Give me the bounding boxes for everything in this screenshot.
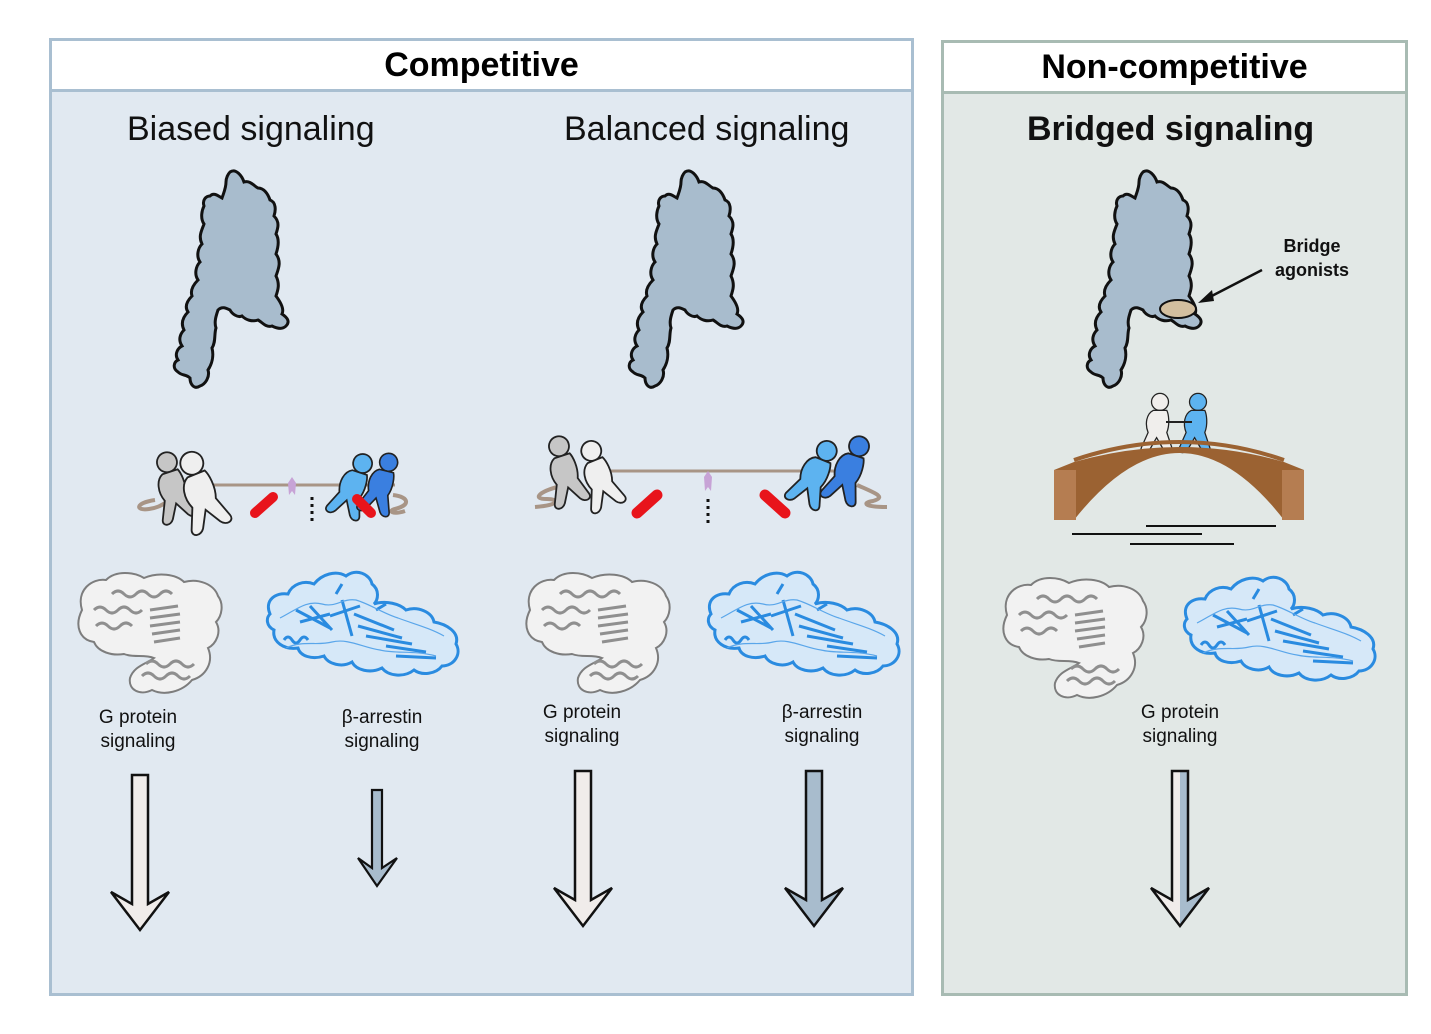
g-protein-arrow-biased-icon <box>110 773 170 933</box>
arrestin-structure-balanced-icon <box>706 570 901 677</box>
g-protein-label-bridged: G protein signaling <box>1130 701 1230 749</box>
red-marker-right <box>352 494 376 518</box>
balanced-signaling-title: Balanced signaling <box>564 110 850 148</box>
red-marker-left <box>631 489 663 519</box>
annotation-arrow-icon <box>1198 268 1263 303</box>
label-line: G protein <box>542 702 622 723</box>
receptor-bridged-icon <box>1085 169 1203 389</box>
g-protein-structure-bridged-icon <box>1001 576 1149 700</box>
bridged-arrow-icon <box>1150 769 1210 929</box>
g-protein-structure-balanced-icon <box>524 571 672 695</box>
label-line: G protein <box>1140 702 1220 723</box>
label-line: β-arrestin <box>341 707 423 728</box>
biased-signaling-title: Biased signaling <box>127 110 375 148</box>
label-line: signaling <box>100 731 176 752</box>
label-line: signaling <box>344 731 420 752</box>
g-protein-label-balanced: G protein signaling <box>532 701 632 749</box>
competitive-header: Competitive <box>52 41 911 92</box>
red-marker-right <box>759 489 791 519</box>
g-protein-arrow-balanced-icon <box>553 769 613 929</box>
receptor-balanced-icon <box>627 169 745 389</box>
arrestin-arrow-biased-icon <box>357 788 398 888</box>
bridge-agonists-line2: agonists <box>1275 260 1350 280</box>
receptor-biased-icon <box>172 169 290 389</box>
red-marker-left <box>250 492 278 518</box>
label-line: β-arrestin <box>781 702 863 723</box>
arrestin-structure-bridged-icon <box>1182 575 1377 682</box>
label-line: signaling <box>544 726 620 747</box>
tug-of-war-biased-icon <box>137 445 408 538</box>
arrestin-label-balanced: β-arrestin signaling <box>770 701 874 749</box>
g-protein-label-biased: G protein signaling <box>88 706 188 754</box>
bridged-signaling-title: Bridged signaling <box>1027 110 1315 148</box>
rope-center-flag <box>288 477 296 495</box>
tug-of-war-balanced-icon <box>533 428 888 527</box>
label-line: signaling <box>784 726 860 747</box>
arrestin-structure-biased-icon <box>265 570 460 677</box>
label-line: signaling <box>1142 726 1218 747</box>
arrestin-arrow-balanced-icon <box>784 769 844 929</box>
bridge-agonist-ligand <box>1159 299 1197 319</box>
bridge-icon <box>1054 392 1304 545</box>
bridge-agonists-label: Bridge agonists <box>1275 234 1349 282</box>
g-protein-structure-biased-icon <box>76 571 224 695</box>
arrestin-label-biased: β-arrestin signaling <box>330 706 434 754</box>
bridge-agonists-line1: Bridge <box>1283 236 1341 256</box>
label-line: G protein <box>98 707 178 728</box>
non-competitive-header: Non-competitive <box>944 43 1405 94</box>
rope-center-flag <box>704 471 712 491</box>
